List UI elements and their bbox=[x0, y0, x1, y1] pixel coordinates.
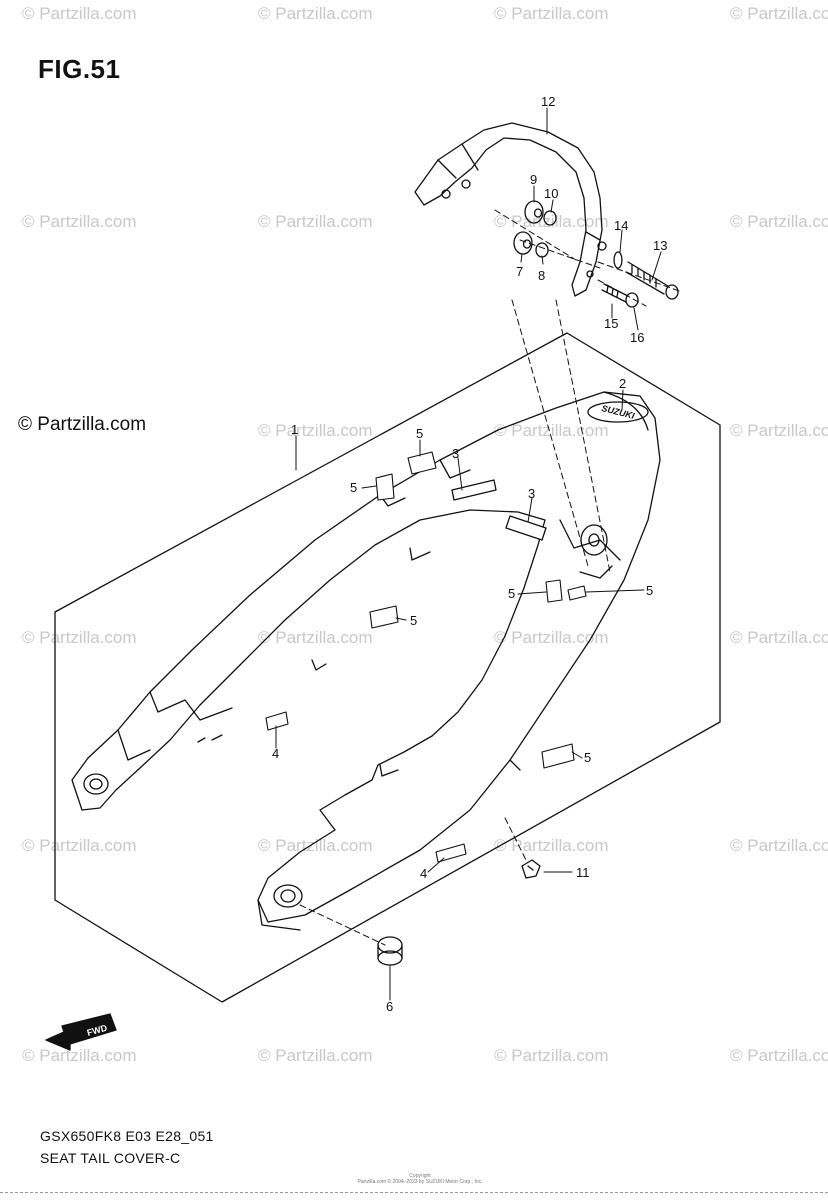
figure-name: SEAT TAIL COVER-C bbox=[40, 1150, 181, 1166]
watermark: © Partzilla.com bbox=[730, 4, 828, 23]
copyright-label: © Partzilla.com bbox=[18, 414, 147, 435]
callout-14: 14 bbox=[614, 218, 628, 233]
callout-8: 8 bbox=[538, 268, 545, 283]
label-decals bbox=[265, 451, 587, 863]
callout-9: 9 bbox=[530, 172, 537, 187]
watermark: © Partzilla.com bbox=[22, 1046, 137, 1065]
watermark: © Partzilla.com bbox=[494, 1046, 609, 1065]
decal-part bbox=[587, 401, 649, 423]
callout-1: 1 bbox=[291, 422, 298, 437]
callout-5: 5 bbox=[646, 583, 653, 598]
bushing-parts bbox=[513, 200, 557, 258]
callout-15: 15 bbox=[604, 316, 618, 331]
callout-13: 13 bbox=[653, 238, 667, 253]
frame-box bbox=[54, 332, 721, 1003]
clip-part bbox=[521, 859, 541, 879]
fine-print-line: Copyright bbox=[409, 1173, 431, 1179]
seat-tail-cover-part bbox=[71, 391, 661, 931]
fine-print-line: Partzilla.com © 2004–2023 by SUZUKI Moto… bbox=[357, 1179, 483, 1185]
figure-code: GSX650FK8 E03 E28_051 bbox=[40, 1128, 214, 1144]
callout-3: 3 bbox=[452, 446, 459, 461]
watermark: © Partzilla.com bbox=[730, 836, 828, 855]
callout-12: 12 bbox=[541, 94, 555, 109]
watermark: © Partzilla.com bbox=[494, 212, 609, 231]
callout-3: 3 bbox=[528, 486, 535, 501]
callout-6: 6 bbox=[386, 999, 393, 1014]
grab-rail-part bbox=[414, 122, 607, 297]
bolt-13-part bbox=[613, 251, 679, 300]
watermark: © Partzilla.com bbox=[494, 4, 609, 23]
svg-text:SUZUKI: SUZUKI bbox=[601, 403, 636, 421]
callout-2: 2 bbox=[619, 376, 626, 391]
watermark: © Partzilla.com bbox=[258, 4, 373, 23]
watermark: © Partzilla.com bbox=[258, 628, 373, 647]
watermark: © Partzilla.com bbox=[494, 628, 609, 647]
watermark: © Partzilla.com bbox=[22, 212, 137, 231]
watermark: © Partzilla.com bbox=[730, 421, 828, 440]
grommet-part bbox=[377, 936, 403, 966]
figure-title: FIG.51 bbox=[38, 54, 121, 84]
callout-5: 5 bbox=[508, 586, 515, 601]
watermark: © Partzilla.com bbox=[22, 4, 137, 23]
watermark: © Partzilla.com bbox=[258, 1046, 373, 1065]
watermark: © Partzilla.com bbox=[22, 628, 137, 647]
fwd-arrow-part bbox=[45, 1013, 117, 1051]
callout-5: 5 bbox=[350, 480, 357, 495]
callout-4: 4 bbox=[272, 746, 279, 761]
callout-4: 4 bbox=[420, 866, 427, 881]
watermark: © Partzilla.com bbox=[730, 212, 828, 231]
callout-5: 5 bbox=[416, 426, 423, 441]
strip-3-parts bbox=[451, 479, 547, 541]
watermark: © Partzilla.com bbox=[494, 836, 609, 855]
watermark: © Partzilla.com bbox=[730, 628, 828, 647]
watermark: © Partzilla.com bbox=[258, 836, 373, 855]
watermark: © Partzilla.com bbox=[730, 1046, 828, 1065]
watermark: © Partzilla.com bbox=[258, 212, 373, 231]
bottom-divider bbox=[0, 1192, 828, 1193]
callout-7: 7 bbox=[516, 264, 523, 279]
callout-10: 10 bbox=[544, 186, 558, 201]
bolt-15-part bbox=[601, 283, 639, 308]
callout-11: 11 bbox=[576, 865, 590, 880]
decal-text-part: SUZUKI bbox=[601, 403, 636, 421]
fine-print-copyright: Copyright Partzilla.com © 2004–2023 by S… bbox=[355, 1173, 485, 1185]
watermark: © Partzilla.com bbox=[22, 836, 137, 855]
watermark: © Partzilla.com bbox=[494, 421, 609, 440]
watermark: © Partzilla.com bbox=[258, 421, 373, 440]
callout-16: 16 bbox=[630, 330, 644, 345]
callout-5: 5 bbox=[410, 613, 417, 628]
callout-5: 5 bbox=[584, 750, 591, 765]
